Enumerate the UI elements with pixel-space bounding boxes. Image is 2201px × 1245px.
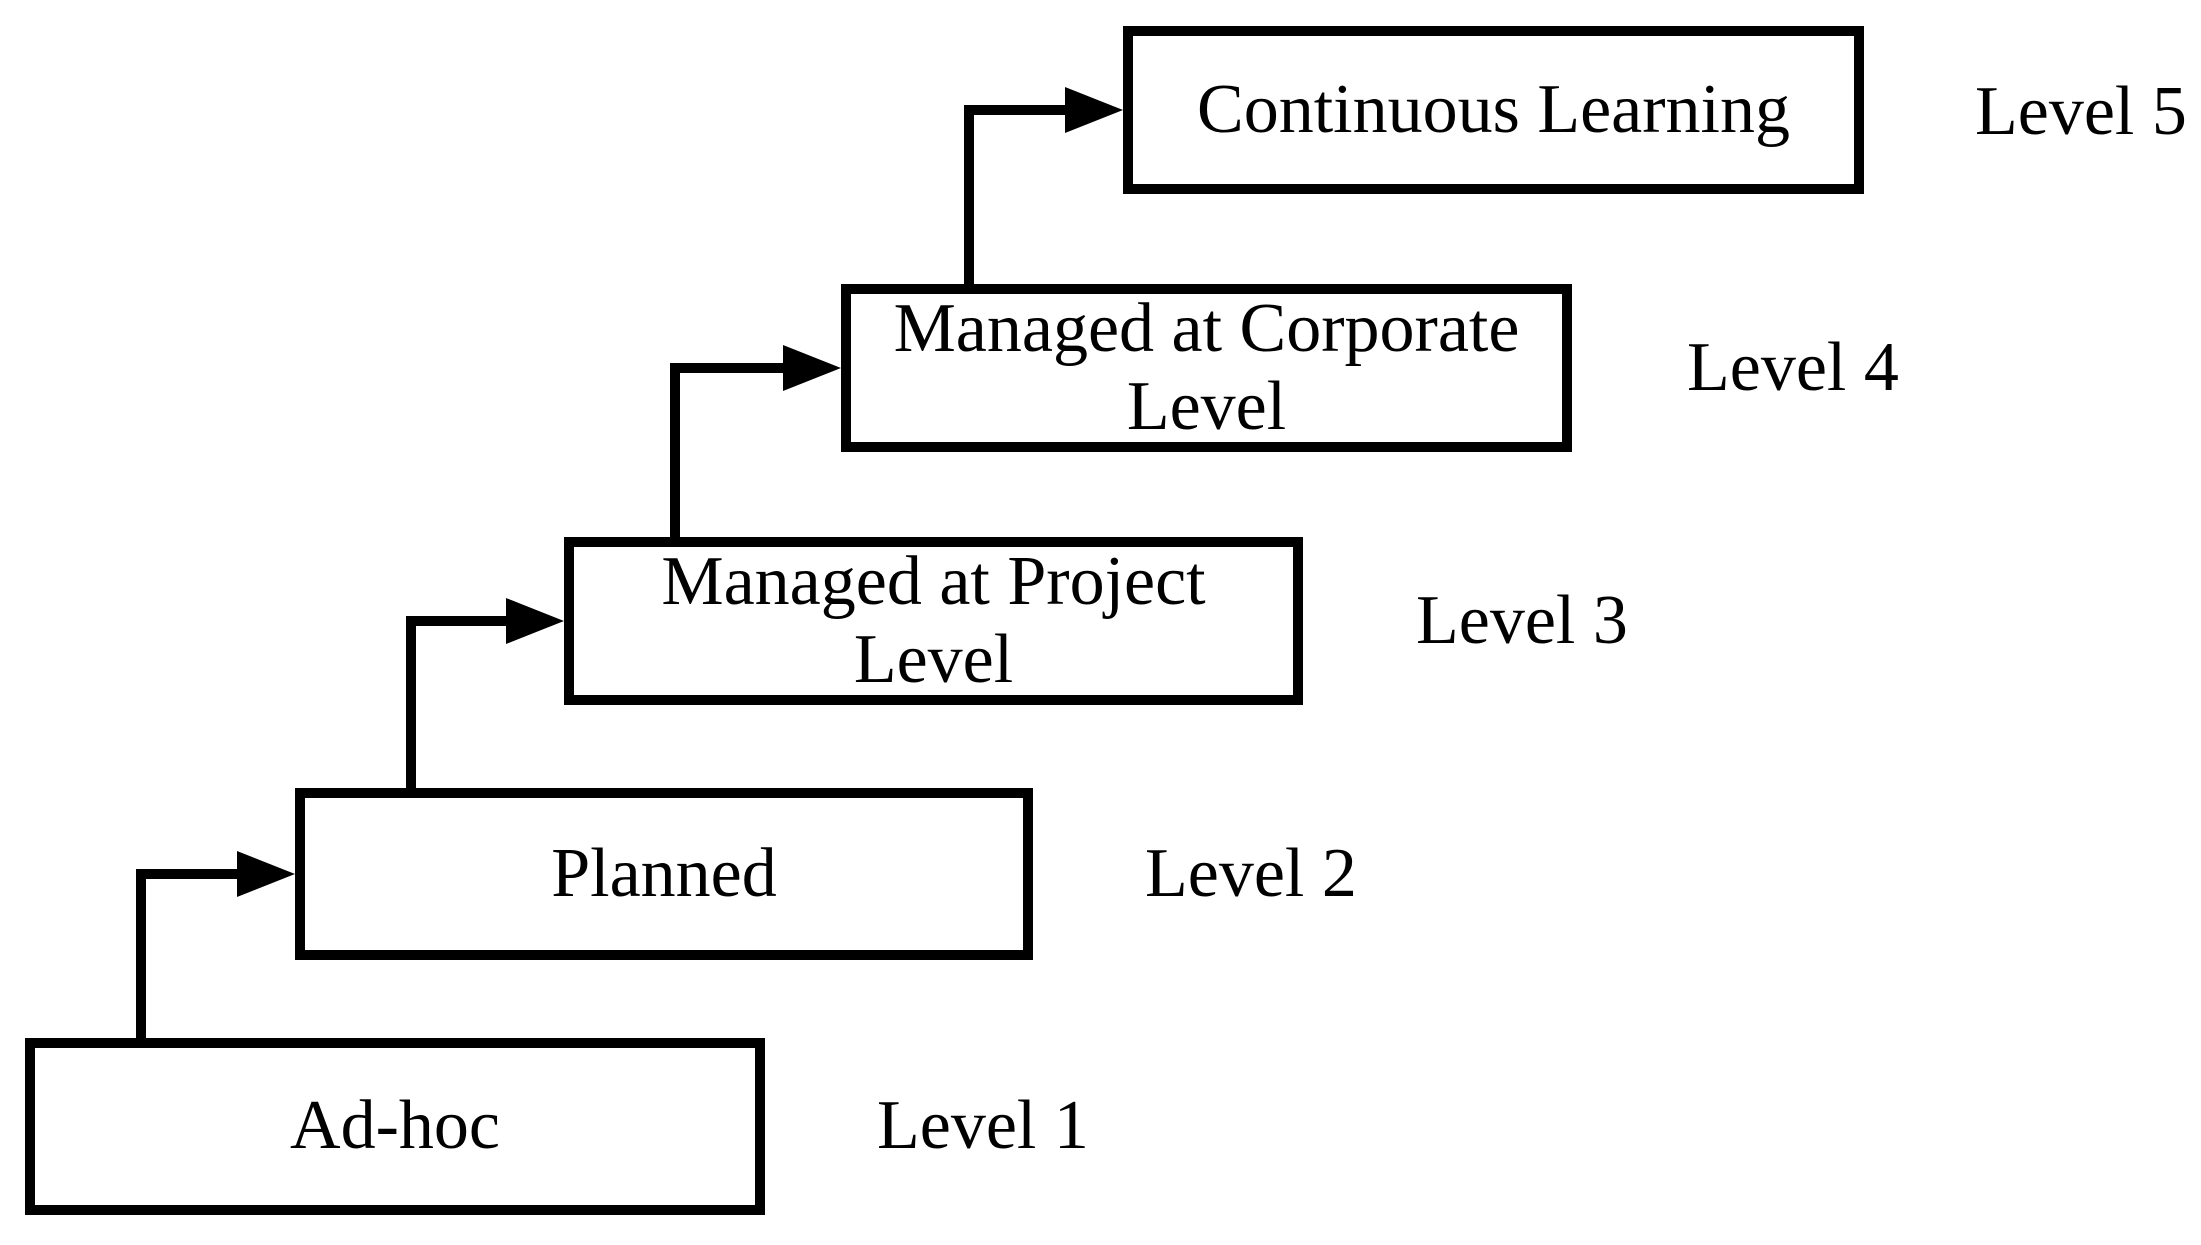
arrow-level1-to-level2-icon <box>136 851 295 1043</box>
level-1-caption: Level 1 <box>877 1087 1089 1164</box>
level-2-box-label: Planned <box>551 834 777 912</box>
arrow-level2-to-level3-icon <box>406 598 564 793</box>
level-2-box: Planned <box>295 788 1033 960</box>
level-4-box: Managed at Corporate Level <box>841 284 1572 452</box>
level-5-box-label: Continuous Learning <box>1197 70 1790 148</box>
level-1-box: Ad-hoc <box>25 1038 765 1215</box>
arrow-level4-to-level5-icon <box>964 87 1123 289</box>
level-2-caption: Level 2 <box>1145 835 1357 912</box>
level-4-box-label: Managed at Corporate Level <box>893 289 1520 445</box>
arrow-level3-to-level4-icon <box>670 345 841 542</box>
level-3-caption: Level 3 <box>1416 582 1628 659</box>
level-5-caption: Level 5 <box>1975 73 2187 150</box>
level-5-box: Continuous Learning <box>1123 26 1864 194</box>
level-3-box-label: Managed at Project Level <box>661 542 1206 698</box>
level-4-caption: Level 4 <box>1687 329 1899 406</box>
level-3-box: Managed at Project Level <box>564 537 1303 705</box>
level-1-box-label: Ad-hoc <box>290 1087 500 1165</box>
